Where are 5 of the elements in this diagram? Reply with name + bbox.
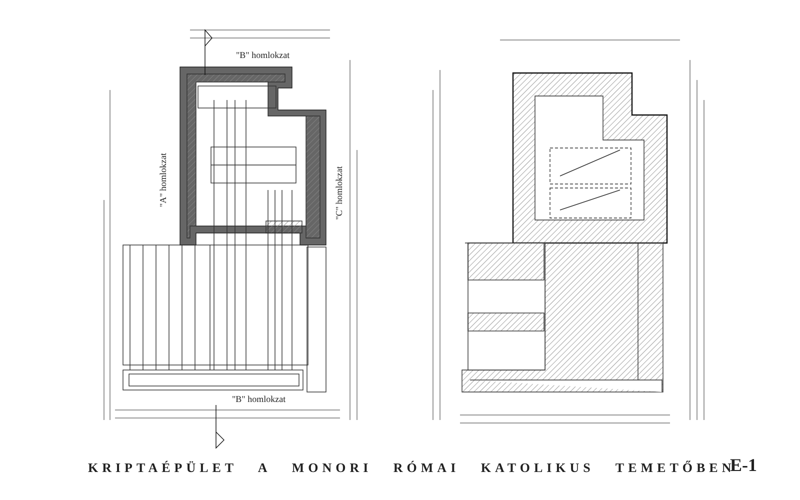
facade-label: "B" homlokzat — [232, 394, 286, 404]
facade-label: "B" homlokzat — [236, 50, 290, 60]
sheet-number: E-1 — [730, 455, 757, 476]
facade-label: "C" homlokzat — [334, 166, 344, 220]
facade-label: "A" homlokzat — [158, 152, 168, 208]
